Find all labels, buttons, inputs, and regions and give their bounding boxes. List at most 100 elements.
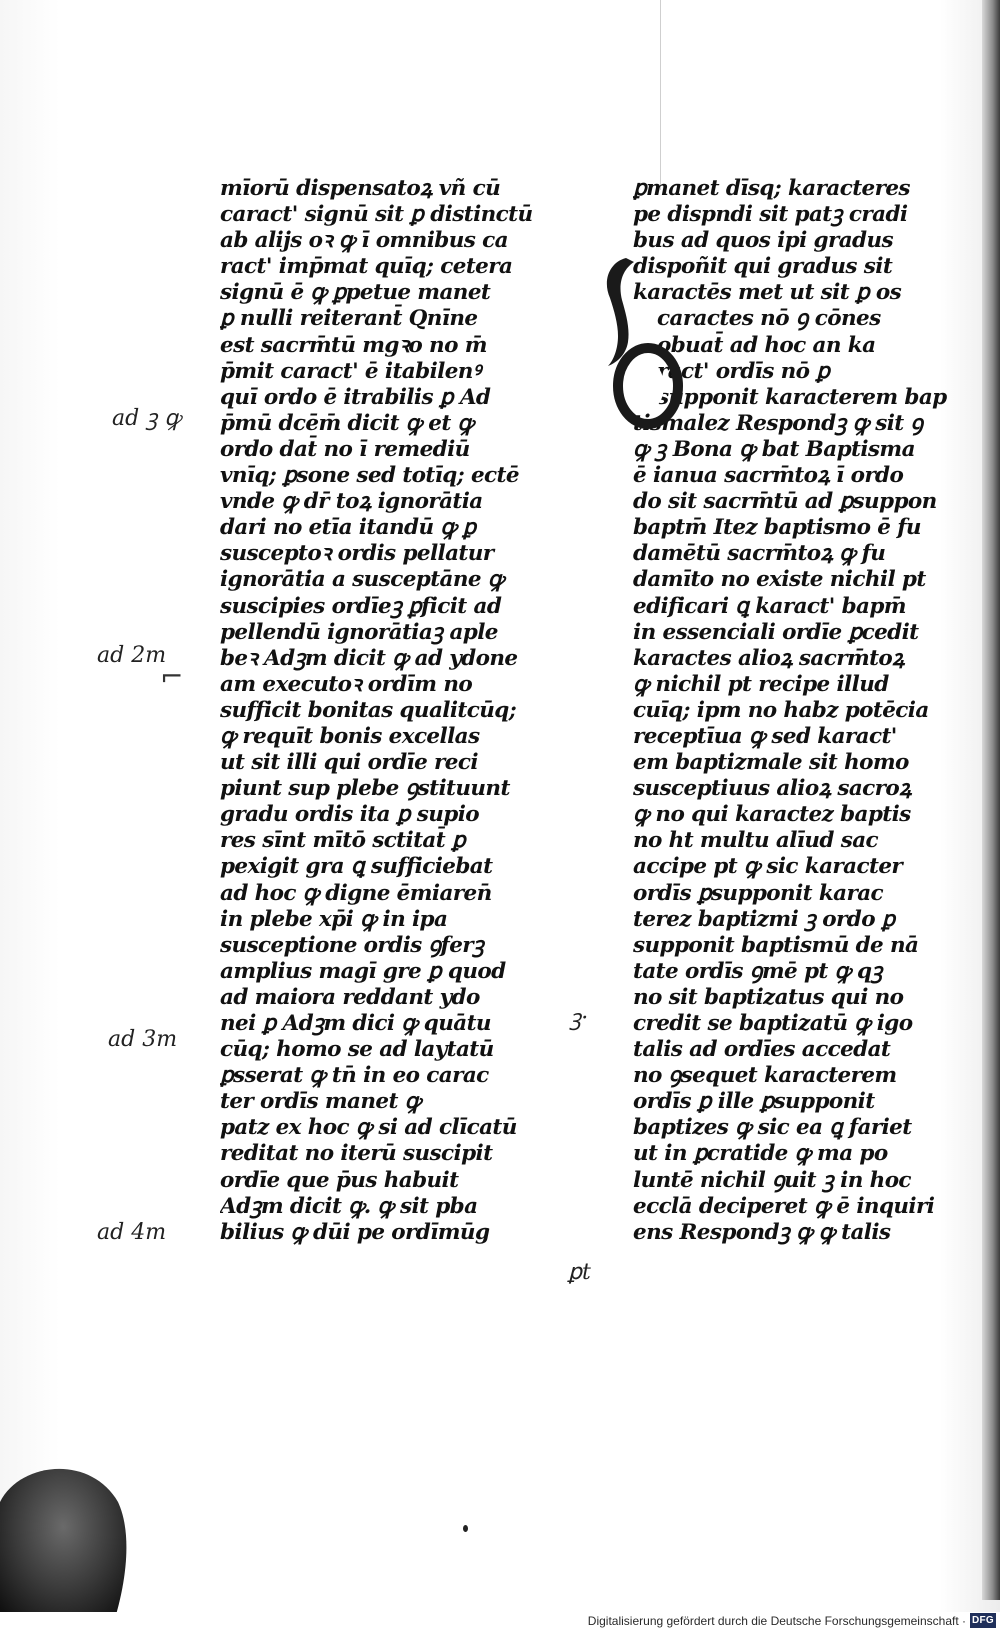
manuscript-line: edificari ꝗ karact' bapm̄ — [633, 593, 907, 619]
manuscript-line: ꝑmanet dīsq; karacteres — [633, 176, 911, 201]
manuscript-line: supponit baptismū de nā — [633, 932, 919, 958]
manuscript-line: no ht multu alīud sac — [633, 828, 879, 854]
manuscript-line: ordīs ꝑsupponit karac — [633, 880, 884, 906]
manuscript-line: vnde ꝙ dr̄ toꝝ ignorātia — [220, 489, 483, 515]
manuscript-line: signū ē ꝙ ꝑpetue manet — [220, 280, 491, 306]
manuscript-line: luntē nichil ꝯuit ꝫ in hoc — [633, 1167, 912, 1193]
manuscript-line: karactēs met ut sit ꝑ os — [633, 280, 902, 306]
manuscript-line: ꝙ nichil pt recipe illud — [633, 671, 889, 697]
manuscript-line: ꝙ ꝫ Bona ꝙ bat Baptisma — [633, 436, 916, 462]
manuscript-line: amplius magī gre ꝑ quod — [220, 958, 506, 984]
manuscript-line: sufficit bonitas qualitcūq; — [220, 697, 517, 723]
marginal-note-ad4: ad 4m — [97, 1220, 167, 1245]
footer-bar — [0, 1612, 1000, 1634]
manuscript-line: bilius ꝙ dūi pe ordīmūg — [220, 1219, 490, 1245]
manuscript-line: obuat̄ ad hoc an ka — [657, 332, 876, 358]
manuscript-line: res sīnt mītō sctitat̄ ꝑ — [220, 828, 466, 854]
manuscript-line: caractes nō ꝯ cōnes — [657, 306, 881, 332]
manuscript-line: baptm̄ Itez baptismo ē fu — [633, 515, 922, 541]
manuscript-line: ut sit illi qui ordīe reci — [220, 750, 479, 776]
manuscript-line: cuīq; ipm no habz potēcia — [633, 697, 929, 723]
manuscript-line: damīto no existe nichil pt — [633, 567, 926, 593]
digitization-credit: Digitalisierung gefördert durch die Deut… — [587, 1614, 966, 1628]
manuscript-line: receptīua ꝙ sed karact' — [633, 723, 897, 749]
manuscript-line: in plebe xp̄i ꝙ in ipa — [220, 906, 448, 932]
manuscript-line: gradu ordis ita ꝑ supio — [220, 802, 480, 828]
manuscript-line: suscipies ordīeꝫ ꝑficit ad — [220, 593, 502, 619]
manuscript-line: do sit sacrm̄tū ad ꝑsuppon — [633, 489, 937, 515]
manuscript-line: susceptione ordis ꝯferꝫ — [220, 932, 484, 958]
manuscript-line: ꝑ nulli reiterant̄ Qnīne — [220, 306, 478, 332]
manuscript-line: ab alijs oꝛ ꝙ ī omnibus ca — [220, 228, 509, 254]
manuscript-line: p̄mū dcēm̄ dicit ꝙ et ꝙ — [220, 410, 474, 436]
marginal-gloss-mid: ꝫ· — [570, 1006, 589, 1031]
dfg-logo: DFG — [970, 1613, 996, 1628]
manuscript-line: ordo dat̄ no ī remediū — [220, 436, 470, 462]
manuscript-line: dispoñit qui gradus sit — [633, 254, 893, 280]
decorated-initial — [606, 258, 683, 429]
manuscript-line: p̄mit caract' ē itabilenꝰ — [220, 358, 481, 384]
manuscript-line: ꝙ requīt bonis excellas — [220, 723, 480, 749]
manuscript-line: ad hoc ꝙ digne ēmiaren̄ — [220, 880, 492, 906]
manuscript-line: terez baptizmi ꝫ ordo ꝑ — [633, 906, 895, 932]
manuscript-line: talis ad ordīes accedat — [633, 1037, 891, 1063]
manuscript-line: supponit karacterem bap — [657, 384, 947, 410]
manuscript-line: karactes alioꝝ sacrm̄toꝝ — [633, 645, 905, 671]
manuscript-line: ad maiora reddant ydo — [220, 984, 480, 1010]
manuscript-line: piunt sup plebe ꝯstituunt — [220, 776, 510, 802]
manuscript-line: no sit baptizatus qui no — [633, 984, 904, 1010]
manuscript-line: ract' ordīs nō ꝑ — [657, 358, 830, 384]
manuscript-line: susceptoꝛ ordis pellatur — [220, 541, 494, 567]
manuscript-line: mīorū dispensatoꝝ vñ cū — [220, 176, 501, 201]
manuscript-line: patz ex hoc ꝙ si ad clīcatū — [220, 1115, 517, 1141]
manuscript-line: pexigit gra ꝗ sufficiebat — [220, 854, 493, 880]
manuscript-line: damētū sacrm̄toꝝ ꝙ fu — [633, 541, 886, 567]
marginal-gloss-bottom: ꝑt — [568, 1260, 591, 1285]
manuscript-line: ē ianua sacrm̄toꝝ ī ordo — [633, 463, 904, 489]
manuscript-line: ract' imp̄mat quīq; cetera — [220, 254, 513, 280]
manuscript-line: ordīs ꝑ ille ꝑsupponit — [633, 1089, 875, 1115]
manuscript-line: in essenciali ordīe ꝑcedit — [633, 619, 919, 645]
manuscript-line: tismalez Respondꝫ ꝙ sit ꝯ — [633, 410, 923, 436]
manuscript-line: est sacrm̄tū mgꝛo no m̄ — [220, 332, 487, 358]
manuscript-line: ꝙ no qui karactez baptis — [633, 802, 911, 828]
manuscript-line: bus ad quos ipi gradus — [633, 228, 894, 254]
manuscript-line: susceptiuus alioꝝ sacroꝝ — [633, 776, 912, 802]
manuscript-line: reditat no iterū suscipit — [220, 1141, 493, 1167]
manuscript-line: tate ordīs ꝯmē pt ꝙ qꝫ — [633, 958, 882, 984]
manuscript-line: pellendū ignorātiaꝫ aple — [220, 619, 498, 645]
manuscript-line: credit se baptizatū ꝙ igo — [633, 1011, 913, 1036]
manuscript-line: beꝛ Adꝫm dicit ꝙ ad ydone — [220, 645, 518, 671]
manuscript-line: nei ꝑ Adꝫm dici ꝙ quātu — [220, 1011, 492, 1036]
manuscript-line: cūq; homo se ad laytatū — [220, 1037, 494, 1063]
manuscript-line: em baptizmale sit homo — [633, 750, 909, 776]
ink-dot — [463, 1525, 468, 1532]
manuscript-line: accipe pt ꝙ sic karacter — [633, 854, 903, 880]
manuscript-line: ꝑsserat ꝙ tn̄ in eo carac — [220, 1063, 489, 1089]
marginal-note-ad3: ad 3m — [108, 1027, 178, 1052]
manuscript-line: Adꝫm dicit ꝙ. ꝙ sit pba — [220, 1193, 478, 1219]
manuscript-line: am executoꝛ ordīm no — [220, 671, 473, 697]
manuscript-line: vnīq; ꝑsone sed totīq; ectē — [220, 463, 520, 489]
manuscript-line: ecclā deciperet ꝙ ē inquiri — [633, 1193, 935, 1219]
page-edge-shadow — [982, 0, 1000, 1600]
margin-bracket: ⌐ — [160, 660, 184, 693]
manuscript-line: baptizes ꝙ sic ea ꝗ fariet — [633, 1115, 912, 1141]
manuscript-line: ut in ꝑcratide ꝙ ma po — [633, 1141, 888, 1167]
manuscript-line: no ꝯsequet karacterem — [633, 1063, 897, 1089]
manuscript-line: dari no etīa itandū ꝙ ꝑ — [220, 515, 476, 541]
manuscript-line: ter ordīs manet ꝙ — [220, 1089, 421, 1115]
manuscript-line: quī ordo ē itrabilis ꝑ Ad — [220, 384, 491, 410]
marginal-note-ad1: ad ꝫ ꝙ — [112, 406, 181, 431]
manuscript-line: caract' signū sit ꝑ distinctū — [220, 202, 533, 228]
manuscript-line: ordīe que p̄us habuit — [220, 1167, 459, 1193]
manuscript-line: pe dispndi sit patꝫ cradi — [633, 202, 908, 228]
manuscript-line: ens Respondꝫ ꝙ ꝙ talis — [633, 1219, 891, 1245]
manuscript-line: ignorātia a susceptāne ꝙ — [220, 567, 504, 593]
marginal-note-ad2: ad 2m — [97, 643, 167, 668]
thumb-shadow — [0, 1468, 127, 1634]
page-fold-line — [660, 0, 661, 190]
